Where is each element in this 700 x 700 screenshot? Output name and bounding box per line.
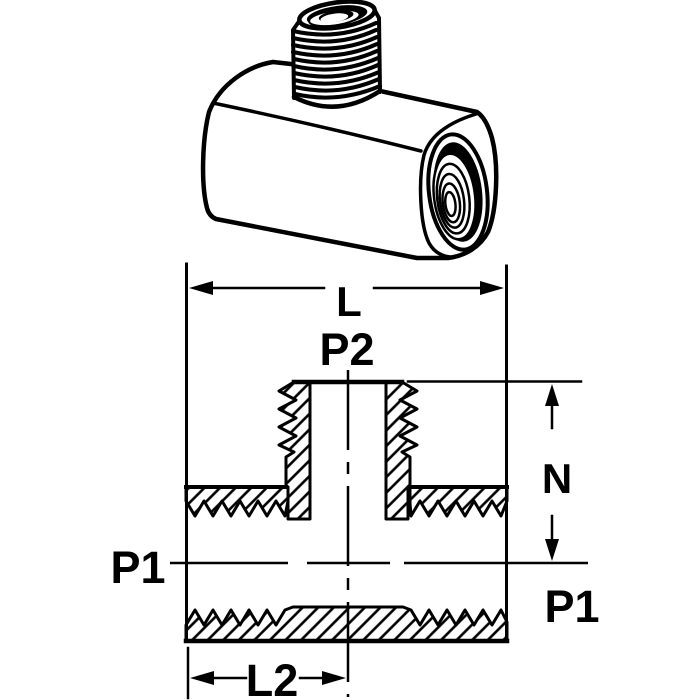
dimension-L2: [186, 646, 346, 700]
female-port-opening: [426, 132, 490, 252]
port-label-P2: P2: [319, 324, 374, 375]
dimension-N: [406, 380, 583, 561]
branch-left-wall: [277, 380, 312, 521]
right-end-face-edge: [418, 112, 478, 259]
pictorial-view: [200, 0, 499, 261]
male-thread-stud: [291, 0, 383, 109]
dimension-L: [189, 281, 504, 295]
stud-top-opening: [297, 0, 377, 31]
arrowhead-up: [545, 384, 559, 406]
stud-base-edge: [291, 88, 383, 109]
stud-thread-lines: [291, 21, 382, 100]
arrowhead-right: [480, 281, 504, 295]
arrowhead-right: [322, 671, 346, 685]
hex-chamfer-line: [211, 101, 423, 153]
section-view: [170, 262, 588, 700]
arrowhead-left: [189, 281, 213, 295]
branch-right-wall: [384, 380, 419, 521]
dim-label-L2: L2: [246, 655, 299, 700]
dim-label-N: N: [542, 455, 572, 502]
arrowhead-left: [190, 671, 214, 685]
section-top-right-wall: [408, 485, 509, 518]
section-bottom-wall: [184, 605, 509, 643]
port-label-P1-left: P1: [110, 542, 165, 593]
dim-label-L: L: [336, 278, 362, 325]
arrowhead-down: [545, 539, 559, 561]
section-top-left-wall: [184, 485, 290, 518]
port-label-P1-right: P1: [544, 581, 599, 632]
